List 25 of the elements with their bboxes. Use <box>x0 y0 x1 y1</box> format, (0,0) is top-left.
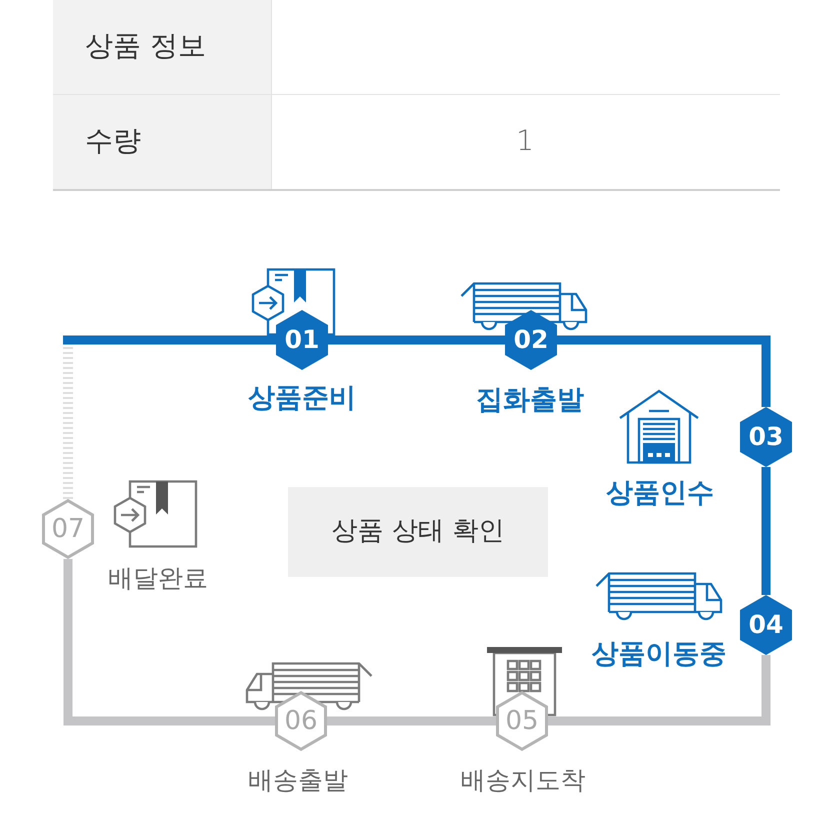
track-line <box>548 655 770 726</box>
step-marker: 07 <box>42 499 94 559</box>
step-label: 상품준비 <box>248 382 356 414</box>
step-label: 집화출발 <box>476 384 584 416</box>
step-label: 상품이동중 <box>592 638 726 670</box>
step-label: 배송출발 <box>248 766 348 796</box>
track-line <box>328 336 505 344</box>
step-marker: 04 <box>740 595 792 655</box>
row-header: 수량 <box>85 124 141 158</box>
track-line <box>63 336 276 344</box>
step-marker: 05 <box>496 691 548 751</box>
row-header: 상품 정보 <box>85 30 206 62</box>
track-line <box>64 559 275 726</box>
step-label: 배달완료 <box>108 564 208 594</box>
status-check-button: 상품 상태 확인 <box>288 487 548 577</box>
step-marker: 02 <box>505 310 557 370</box>
step-marker: 03 <box>740 407 792 467</box>
step-label: 배송지도착 <box>460 766 586 796</box>
step-marker: 01 <box>276 310 328 370</box>
step-label: 상품인수 <box>606 477 714 509</box>
quantity-value: 1 <box>516 124 534 158</box>
track-line <box>762 467 770 595</box>
dotted-track-line <box>63 346 73 499</box>
track-line <box>327 716 496 726</box>
track-line <box>557 336 770 407</box>
